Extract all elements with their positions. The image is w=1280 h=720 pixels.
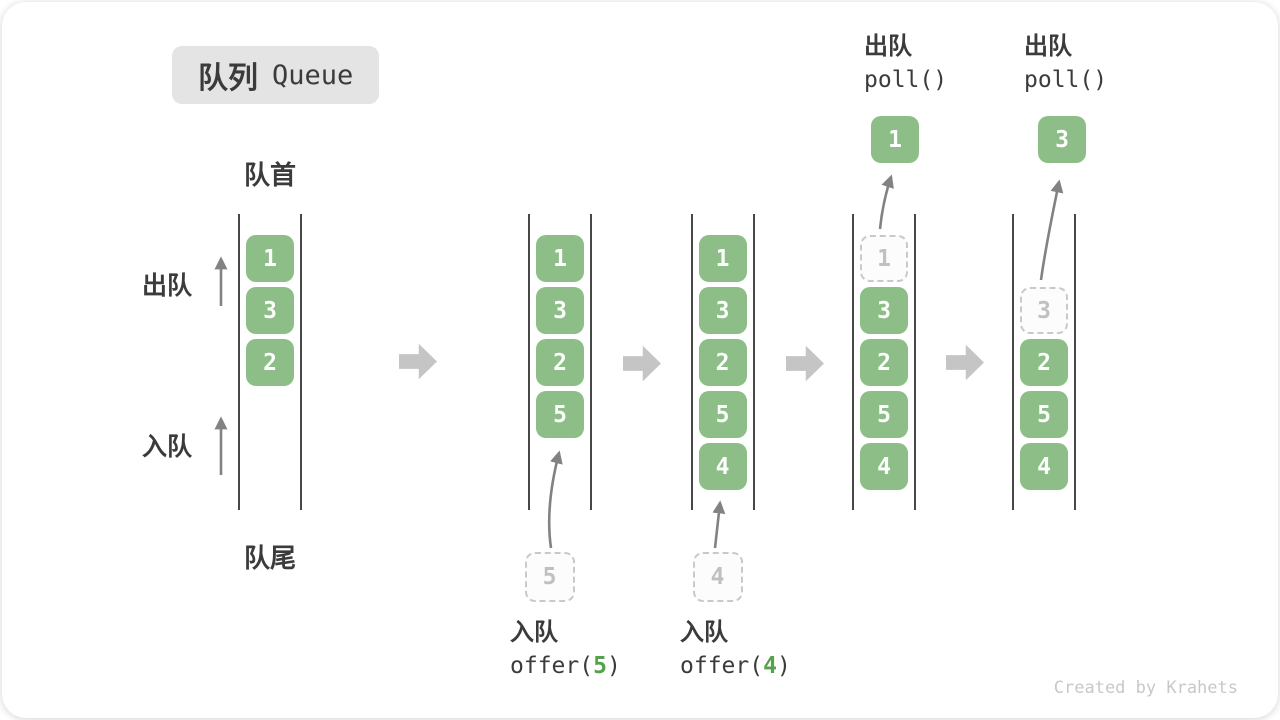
queue-3-element-3: 3: [698, 287, 747, 334]
pending-value-box-4: 4: [692, 552, 743, 602]
queue-3-element-2: 2: [698, 339, 747, 386]
title-badge: 队列 Queue: [172, 46, 380, 104]
offer-label-code: offer(5): [510, 650, 621, 683]
queue-1-element-3: 3: [246, 287, 294, 334]
queue-5-left-line: [1012, 214, 1014, 510]
queue-4-element-5: 5: [860, 391, 908, 438]
queue-5-element-3-removed: 3: [1020, 287, 1068, 334]
queue-4-element-4: 4: [860, 443, 908, 490]
poll-arrow-out3: [1039, 179, 1064, 281]
queue-4-right-line: [914, 214, 916, 510]
queue-3-element-4: 4: [698, 443, 747, 490]
queue-1-left-line: [238, 214, 240, 510]
queue-5-right-line: [1074, 214, 1076, 510]
queue-5-element-5: 5: [1020, 391, 1068, 438]
queue-2-right-line: [590, 214, 592, 510]
offer-label-cn: 入队: [510, 619, 558, 646]
queue-3-left-line: [690, 214, 693, 510]
queue-4-element-2: 2: [860, 339, 908, 386]
queue-3-element-1: 1: [698, 235, 747, 282]
offer-code-arg: 5: [593, 653, 607, 679]
label-enqueue: 入队: [142, 433, 193, 461]
title-text-cn: 队列: [198, 62, 258, 95]
poll-label-queue-5: 出队 poll(): [1024, 30, 1107, 97]
label-queue-rear: 队尾: [243, 543, 297, 573]
queue-2-element-3: 3: [536, 287, 584, 334]
queue-5-element-4: 4: [1020, 443, 1068, 490]
poll-label-cn: 出队: [864, 33, 912, 60]
poll-label-code: poll(): [864, 67, 948, 93]
queue-4-left-line: [852, 214, 854, 510]
offer-code-pre: offer(: [510, 653, 594, 679]
watermark: Created by Krahets: [1053, 678, 1238, 698]
poll-label-code: poll(): [1024, 67, 1108, 93]
queue-2-element-2: 2: [536, 339, 584, 386]
title-text-en: Queue: [272, 59, 354, 91]
offer-code-pre: offer(: [680, 653, 764, 679]
enqueue-arrow-offer4: [712, 500, 726, 549]
queue-2-element-5: 5: [536, 391, 584, 438]
queue-4-element-1-removed: 1: [860, 235, 908, 282]
queue-1-right-line: [300, 214, 302, 510]
label-dequeue: 出队: [142, 272, 193, 300]
offer-label-code: offer(4): [680, 650, 791, 683]
pending-value-box-5: 5: [524, 552, 575, 602]
offer-code-post: ): [776, 653, 791, 679]
offer-code-arg: 4: [763, 653, 777, 679]
step-arrow-1: [399, 343, 437, 380]
queue-2-element-1: 1: [536, 235, 584, 282]
queue-5-element-2: 2: [1020, 339, 1068, 386]
enqueue-arrow-offer5: [547, 450, 563, 549]
queue-4-element-3: 3: [860, 287, 908, 334]
step-arrow-4: [946, 344, 984, 381]
queue-2-left-line: [528, 214, 530, 510]
label-queue-front: 队首: [243, 160, 297, 190]
queue-3-element-5: 5: [698, 391, 747, 438]
queue-1-element-2: 2: [246, 339, 294, 386]
offer-label-queue-3: 入队 offer(4): [680, 616, 791, 683]
queue-1-element-1: 1: [246, 235, 294, 282]
polled-value-box-3: 3: [1038, 116, 1086, 163]
offer-label-cn: 入队: [680, 619, 728, 646]
queue-3-right-line: [752, 214, 755, 510]
poll-label-queue-4: 出队 poll(): [864, 30, 947, 97]
offer-label-queue-2: 入队 offer(5): [510, 616, 621, 683]
step-arrow-3: [786, 345, 824, 382]
poll-arrow-out1: [878, 174, 894, 230]
poll-label-cn: 出队: [1024, 33, 1072, 60]
step-arrow-2: [623, 345, 661, 382]
offer-code-post: ): [606, 653, 621, 679]
polled-value-box-1: 1: [871, 116, 919, 163]
